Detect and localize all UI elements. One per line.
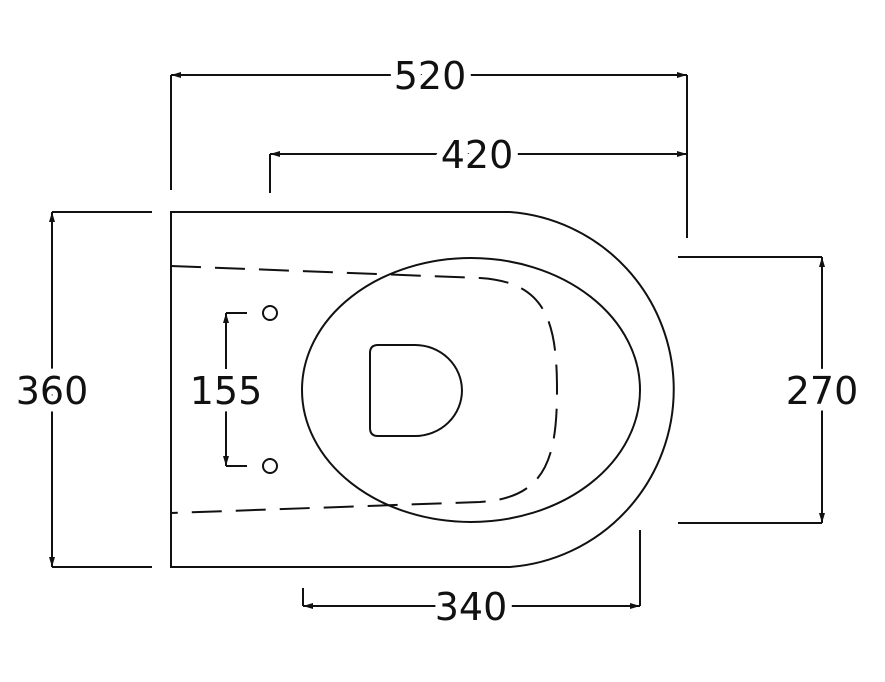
dimension-155: 155: [183, 312, 269, 467]
fixing-hole-top: [262, 305, 278, 321]
dimension-label: 520: [394, 54, 467, 98]
dimension-label: 360: [16, 369, 89, 413]
pan-outline: [170, 211, 675, 568]
dimension-420: 420: [269, 126, 687, 193]
dimension-label: 155: [190, 369, 263, 413]
dimension-label: 340: [435, 585, 508, 629]
dimension-270: 270: [678, 256, 865, 524]
dimension-label: 270: [786, 369, 859, 413]
fixing-hole-bottom: [262, 458, 278, 474]
dimension-520: 520: [170, 47, 688, 238]
hidden-seat-outline: [170, 265, 559, 514]
dimension-360: 360: [9, 211, 152, 568]
dimension-340: 340: [302, 530, 641, 636]
waste-opening: [369, 344, 463, 437]
bowl-rim: [301, 257, 641, 523]
dimension-label: 420: [441, 133, 514, 177]
